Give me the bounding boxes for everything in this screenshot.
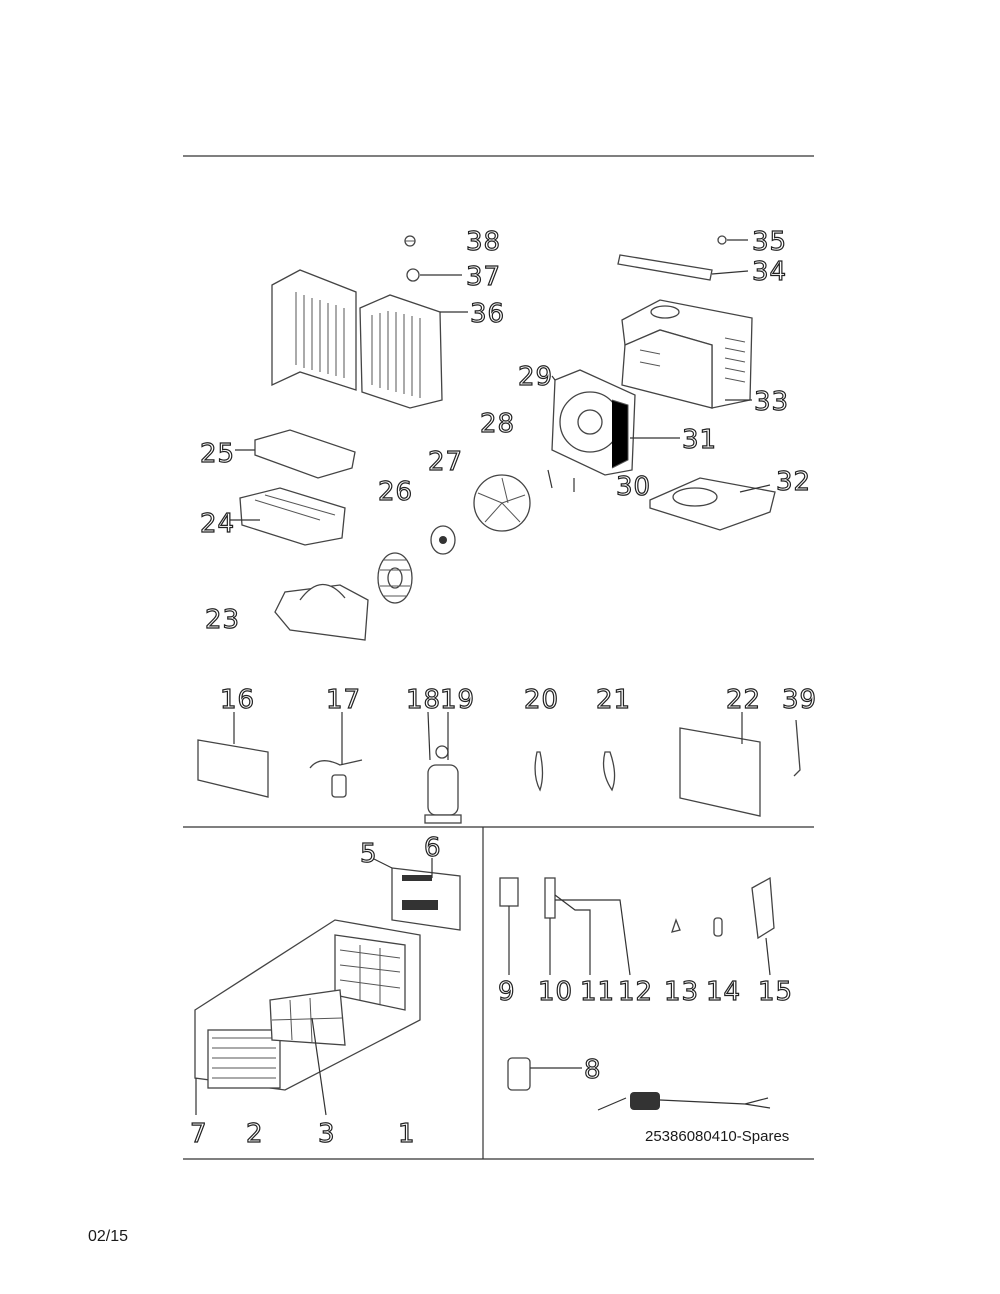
part-5-6-control-label [371,857,461,931]
part-7-power-cord [597,1092,771,1111]
callout-7: 7 [190,1119,208,1149]
callout-27: 27 [428,447,463,477]
callout-28: 28 [480,409,515,439]
callout-36: 36 [470,299,505,329]
callout-9: 9 [498,977,516,1007]
callout-10: 10 [538,977,573,1007]
callout-13: 13 [664,977,699,1007]
part-32-base-pan [649,477,776,531]
callout-32: 32 [776,467,811,497]
part-8-relay [507,1057,582,1091]
part-16-filter-panel [197,712,269,798]
part-34-rail [617,254,749,281]
part-33-cabinet [621,299,753,409]
callout-20: 20 [524,685,559,715]
callout-6: 6 [424,833,442,863]
callout-24: 24 [200,509,235,539]
callout-16: 16 [220,685,255,715]
part-30-mounting-rods [547,469,575,492]
callout-25: 25 [200,439,235,469]
part-27-fan-motor [430,525,456,555]
callout-5: 5 [360,839,378,869]
callout-33: 33 [754,387,789,417]
callout-35: 35 [752,227,787,257]
part-20-tube [534,751,544,792]
part-22-panel [679,712,761,817]
callout-22: 22 [726,685,761,715]
callout-23: 23 [205,605,240,635]
part-25-bracket [235,429,356,479]
part-9-switch [499,877,519,975]
callout-8: 8 [584,1055,602,1085]
callout-14: 14 [706,977,741,1007]
part-23-blower-housing [274,583,369,641]
callout-39: 39 [782,685,817,715]
part-2-air-filter [334,934,406,1011]
part-36-side-curtains [271,269,468,409]
callout-15: 15 [758,977,793,1007]
part-38-screw [404,235,416,247]
part-24-evaporator-housing [228,487,346,546]
callout-38: 38 [466,227,501,257]
callout-34: 34 [752,257,787,287]
callout-2: 2 [246,1119,264,1149]
part-17-capacitor-bracket [309,712,363,798]
callout-3: 3 [318,1119,336,1149]
part-3-filter [269,989,346,1116]
callout-30: 30 [616,472,651,502]
part-15-bracket [751,876,775,976]
part-18-19-compressor [424,711,462,824]
callout-18: 18 [406,685,441,715]
callout-31: 31 [682,425,717,455]
part-31-condenser-shroud [551,369,680,476]
callout-26: 26 [378,477,413,507]
callout-21: 21 [596,685,631,715]
part-39-clip [793,719,801,777]
callout-11: 11 [580,977,615,1007]
part-28-fan-blade [473,474,531,532]
part-35-screw [717,235,748,245]
callout-12: 12 [618,977,653,1007]
part-26-blower-wheel [377,552,413,604]
document-id: 25386080410-Spares [645,1128,790,1145]
part-13-terminal [671,918,681,933]
callout-1: 1 [398,1119,416,1149]
callout-17: 17 [326,685,361,715]
part-14-fuse [713,917,723,937]
page-number: 02/15 [88,1228,129,1245]
part-37-nut [406,268,462,282]
part-21-tube [602,751,616,792]
part-10-11-12-thermostat [544,877,631,976]
callout-37: 37 [466,262,501,292]
callout-29: 29 [518,362,553,392]
callout-19: 19 [440,685,475,715]
